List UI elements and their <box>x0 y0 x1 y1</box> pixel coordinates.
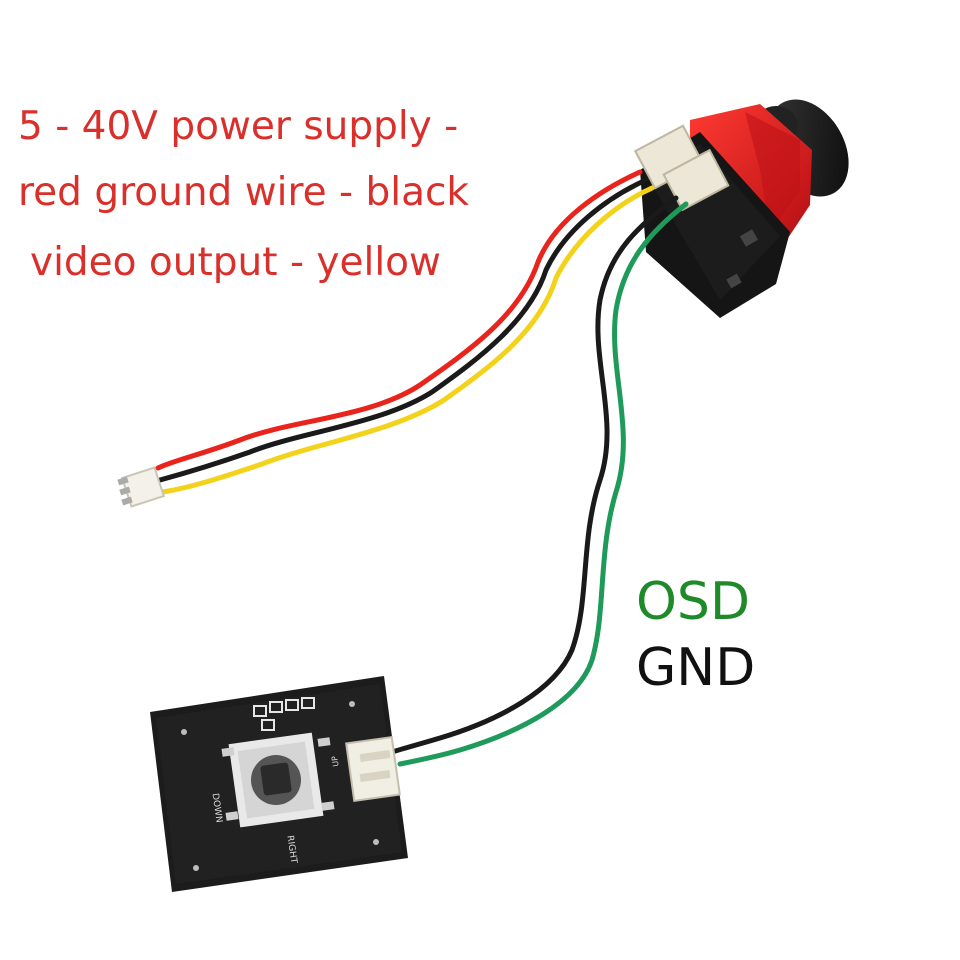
osd-cable <box>389 195 689 767</box>
board-label-right: RIGHT <box>284 835 298 865</box>
board-label-down: DOWN <box>210 793 224 824</box>
camera-connectors <box>633 124 730 212</box>
power-plug <box>117 466 166 508</box>
osd-green-wire <box>397 201 689 767</box>
ground-wire-annotation: red ground wire - black <box>18 170 469 215</box>
camera <box>633 99 849 318</box>
red-wire <box>155 169 643 471</box>
power-supply-annotation: 5 - 40V power supply - <box>18 104 459 149</box>
board-silkscreen-pads <box>253 697 315 731</box>
gnd-label: GND <box>636 638 756 698</box>
board-label-up: UP <box>330 755 340 767</box>
five-way-button <box>221 732 335 828</box>
osd-board: DOWN RIGHT UP <box>150 676 408 892</box>
osd-label: OSD <box>636 572 750 632</box>
black-wire <box>157 177 649 483</box>
osd-black-wire <box>389 195 679 755</box>
video-output-annotation: video output - yellow <box>30 240 441 285</box>
power-video-cable <box>155 169 655 495</box>
board-connector <box>345 735 401 803</box>
board-mounting-holes <box>181 701 379 871</box>
yellow-wire <box>159 185 655 495</box>
